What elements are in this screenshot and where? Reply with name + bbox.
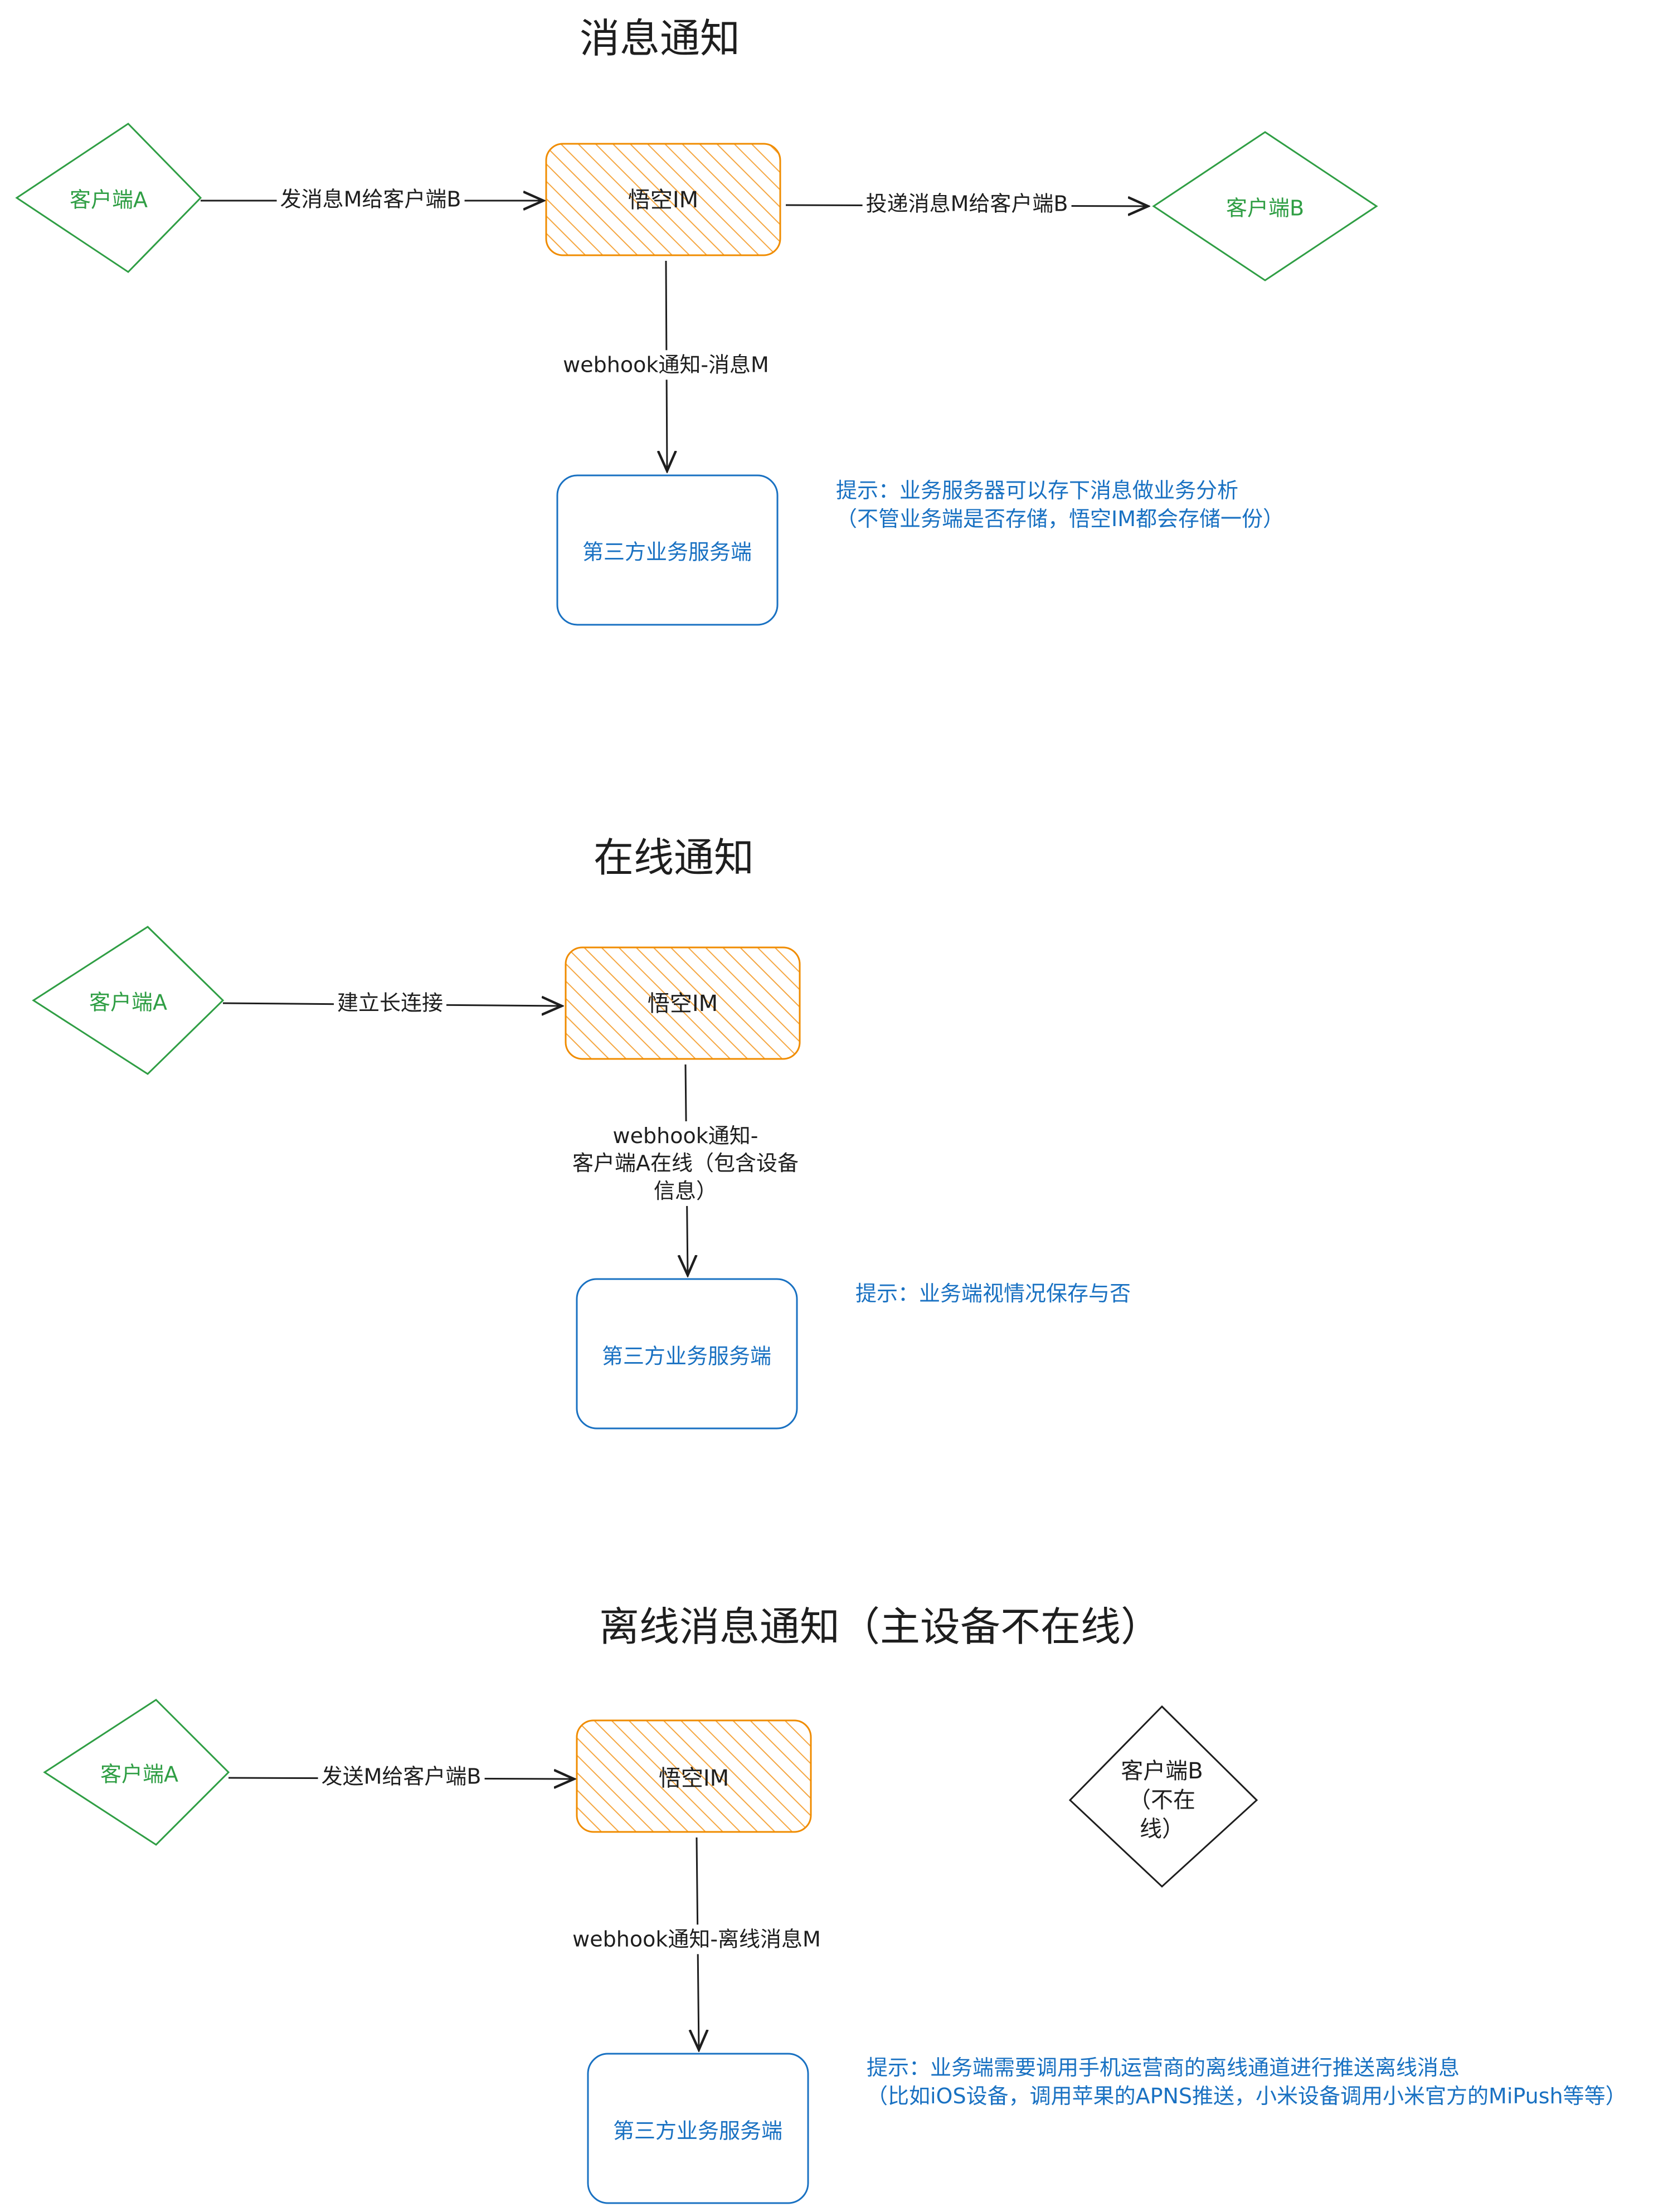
s1-client-b-diamond [1152, 131, 1378, 281]
s2-edge-webhook-label: webhook通知- 客户端A在线（包含设备 信息） [569, 1121, 802, 1207]
s3-client-b-line1: 客户端B [1121, 1758, 1203, 1784]
s1-service-box [556, 474, 779, 626]
s2-title: 在线通知 [594, 834, 755, 881]
s3-client-b-label: 客户端B （不在 线） [1121, 1757, 1203, 1844]
s3-tip: 提示：业务端需要调用手机运营商的离线通道进行推送离线消息 （比如iOS设备，调用… [867, 2054, 1627, 2111]
s1-edge-deliver-label: 投递消息M给客户端B [862, 189, 1072, 219]
s1-client-b-label: 客户端B [1226, 196, 1305, 221]
s2-edge-webhook-line3: 信息） [653, 1178, 717, 1203]
s2-edge-webhook-line2: 客户端A在线（包含设备 [572, 1151, 799, 1176]
s1-im-label: 悟空IM [628, 187, 699, 213]
s3-service-box [587, 2053, 809, 2204]
s1-im-box [545, 143, 781, 256]
s3-edge-webhook-label: webhook通知-离线消息M [569, 1924, 824, 1955]
s2-edge-webhook-line1: webhook通知- [612, 1123, 758, 1148]
s1-client-a-diamond [15, 123, 202, 273]
s1-tip-line1: 提示：业务服务器可以存下消息做业务分析 [836, 478, 1239, 503]
s2-tip: 提示：业务端视情况保存与否 [855, 1280, 1131, 1308]
s3-tip-line1: 提示：业务端需要调用手机运营商的离线通道进行推送离线消息 [867, 2055, 1460, 2080]
s1-client-a-label: 客户端A [70, 187, 148, 212]
s3-edge-send-label: 发送M给客户端B [318, 1762, 485, 1792]
s1-edge-webhook-label: webhook通知-消息M [560, 350, 772, 380]
s3-service-label: 第三方业务服务端 [612, 2118, 783, 2143]
s1-service-label: 第三方业务服务端 [582, 539, 752, 565]
s2-tip-line1: 提示：业务端视情况保存与否 [855, 1281, 1131, 1306]
s2-service-box [576, 1278, 798, 1430]
s2-edge-connect-label: 建立长连接 [333, 988, 447, 1018]
s3-client-a-label: 客户端A [100, 1762, 178, 1787]
s1-tip-line2: （不管业务端是否存储，悟空IM都会存储一份） [836, 507, 1284, 532]
s1-title: 消息通知 [580, 15, 741, 62]
s2-service-label: 第三方业务服务端 [601, 1344, 772, 1369]
s3-title: 离线消息通知（主设备不在线） [599, 1603, 1161, 1650]
s2-client-a-label: 客户端A [89, 990, 167, 1015]
s3-client-b-diamond [1068, 1705, 1258, 1888]
s3-im-box [576, 1719, 812, 1833]
s2-client-a-diamond [32, 926, 225, 1075]
s3-client-b-line2: （不在 [1128, 1787, 1195, 1813]
s3-im-label: 悟空IM [658, 1766, 730, 1791]
s3-client-a-diamond [43, 1699, 230, 1846]
s2-im-box [565, 946, 801, 1060]
s2-im-label: 悟空IM [647, 991, 718, 1017]
s3-client-b-line3: 线） [1139, 1816, 1184, 1842]
s3-tip-line2: （比如iOS设备，调用苹果的APNS推送，小米设备调用小米官方的MiPush等等… [867, 2084, 1627, 2109]
s1-edge-send-label: 发消息M给客户端B [276, 184, 465, 215]
s1-tip: 提示：业务服务器可以存下消息做业务分析 （不管业务端是否存储，悟空IM都会存储一… [836, 477, 1284, 534]
